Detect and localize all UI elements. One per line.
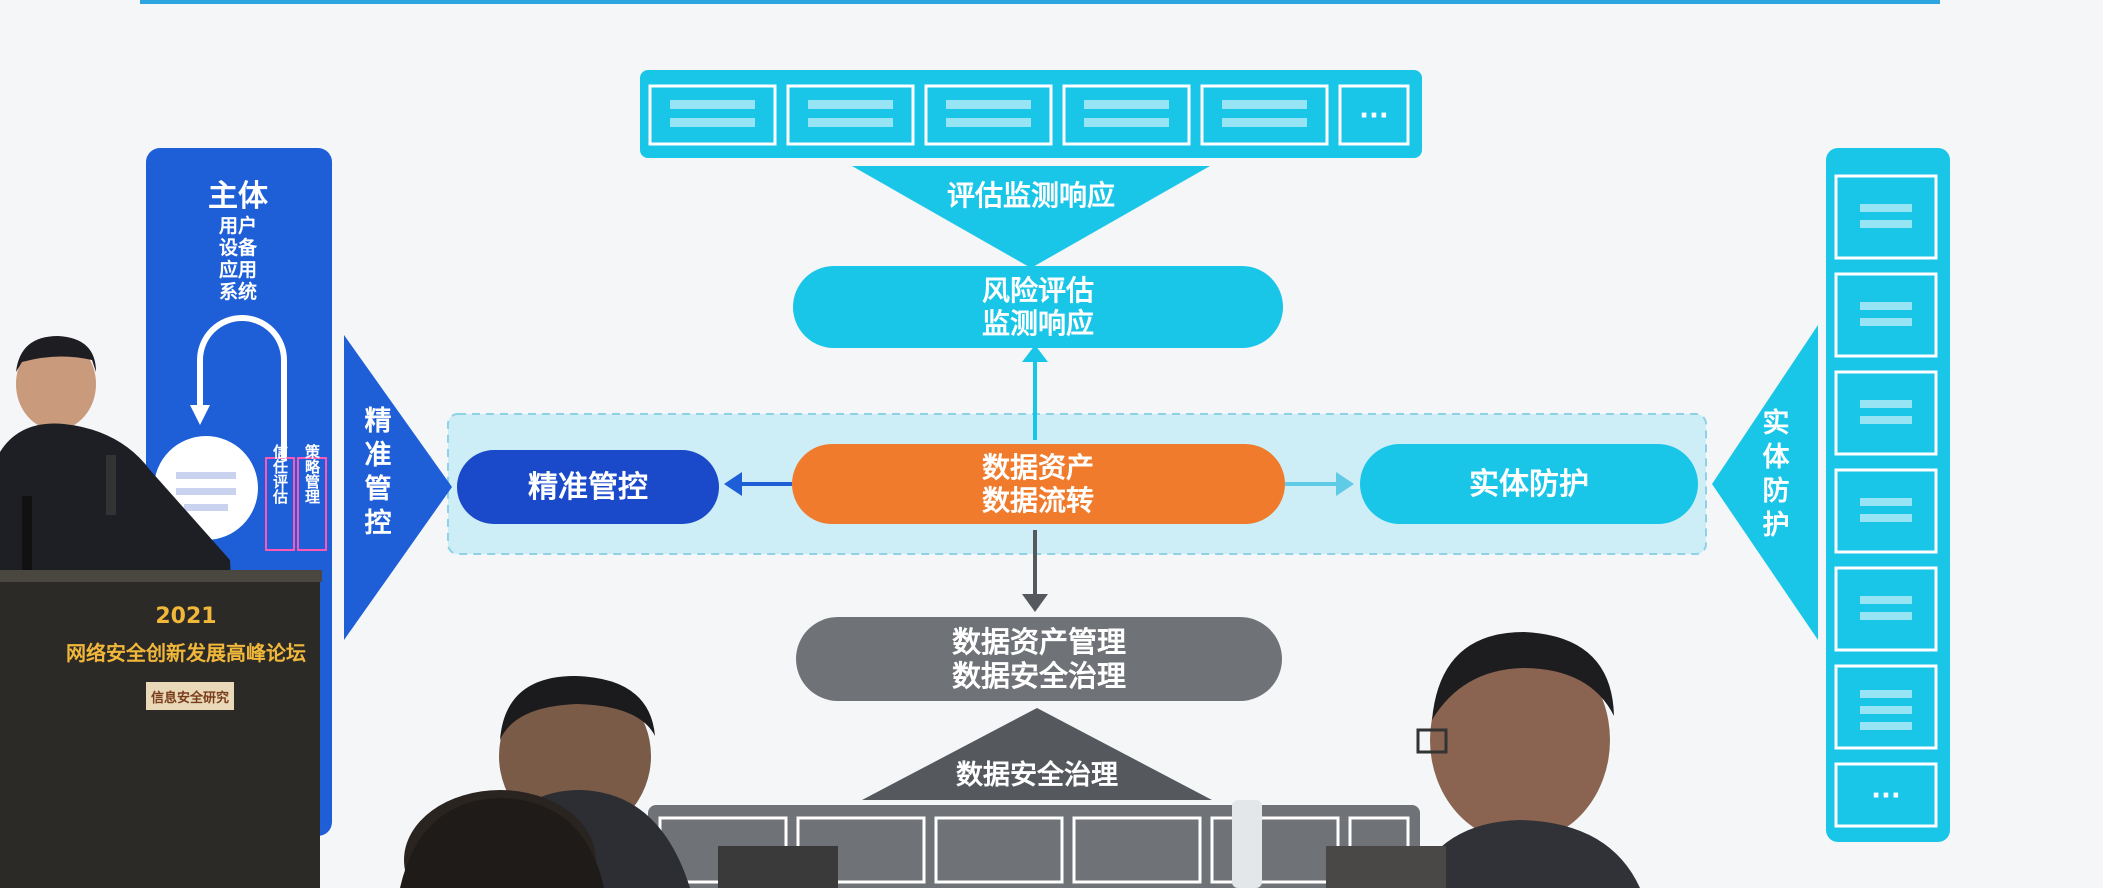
top-module-bar <box>640 70 1422 158</box>
entity-protection-label: 实体防护 <box>1469 467 1589 502</box>
protection-box-1 <box>1834 174 1938 260</box>
podium: 2021 网络安全创新发展高峰论坛 信息安全研究 <box>0 570 322 888</box>
podium-forum-name: 网络安全创新发展高峰论坛 <box>66 641 306 665</box>
trust-assessment-label: 信任评估 <box>271 443 289 505</box>
protection-box-5 <box>1834 566 1938 652</box>
left-banner-char-4: 控 <box>365 508 392 539</box>
policy-management-label: 策略管理 <box>303 443 321 504</box>
risk-assessment-pill <box>793 266 1283 348</box>
right-more-ellipsis: ··· <box>1871 781 1901 811</box>
governance-line1: 数据资产管理 <box>952 625 1126 659</box>
data-asset-flow-pill <box>792 444 1285 524</box>
center-line1: 数据资产 <box>982 451 1094 484</box>
top-module-box-3 <box>924 84 1053 146</box>
speaker <box>0 336 232 600</box>
screen-top-edge <box>140 0 1940 4</box>
right-protection-column: ··· 实 体 防 护 <box>1712 148 1950 842</box>
policy-management-box <box>297 457 327 551</box>
name-card-left <box>718 846 838 888</box>
top-banner-label: 评估监测响应 <box>947 179 1115 212</box>
name-card-right <box>1326 846 1446 888</box>
precise-control-label: 精准管控 <box>528 470 648 505</box>
risk-pill-line1: 风险评估 <box>982 274 1094 307</box>
right-banner-char-1: 实 <box>1763 407 1790 439</box>
top-module-box-1 <box>648 84 777 146</box>
top-module-box-2 <box>786 84 915 146</box>
governance-module-bar <box>648 805 1420 888</box>
top-more-ellipsis: ··· <box>1359 101 1389 131</box>
entity-protection-pill <box>1360 444 1698 524</box>
subject-item-1: 用户 <box>219 214 257 237</box>
podium-badge <box>146 682 234 710</box>
left-banner-char-2: 准 <box>365 440 392 471</box>
left-banner-char-3: 管 <box>365 474 392 505</box>
top-module-group: ··· 评估监测响应 风险评估 监测响应 <box>640 70 1422 348</box>
top-module-box-4 <box>1062 84 1191 146</box>
podium-year: 2021 <box>155 604 216 629</box>
entity-protection-banner <box>1712 325 1818 640</box>
protection-box-3 <box>1834 370 1938 456</box>
right-banner-char-3: 防 <box>1763 476 1790 507</box>
protection-box-6 <box>1834 664 1938 750</box>
center-line2: 数据流转 <box>982 484 1094 517</box>
left-banner-char-1: 精 <box>365 406 392 437</box>
protection-box-2 <box>1834 272 1938 358</box>
protection-box-more <box>1834 762 1938 828</box>
subject-item-2: 设备 <box>219 236 258 259</box>
bottom-governance-group: 数据资产管理 数据安全治理 数据安全治理 <box>648 617 1420 888</box>
precise-control-pill <box>457 450 719 524</box>
top-module-box-5 <box>1200 84 1329 146</box>
audience <box>400 632 1640 888</box>
trust-loop <box>197 315 287 460</box>
subject-title: 主体 <box>208 179 269 214</box>
right-banner-char-4: 护 <box>1763 510 1790 541</box>
risk-pill-line2: 监测响应 <box>982 307 1094 340</box>
protection-box-4 <box>1834 468 1938 554</box>
right-banner-char-2: 体 <box>1763 442 1791 473</box>
governance-banner-triangle <box>862 708 1212 800</box>
flow-arrows <box>724 345 1354 612</box>
top-banner-triangle <box>852 166 1210 268</box>
governance-pill <box>796 617 1282 701</box>
governance-line2: 数据安全治理 <box>952 659 1126 693</box>
top-module-box-more <box>1338 84 1410 146</box>
governance-banner-label: 数据安全治理 <box>956 759 1118 791</box>
podium-badge-label: 信息安全研究 <box>151 690 229 706</box>
subject-item-3: 应用 <box>219 258 257 281</box>
protection-panel <box>1826 148 1950 842</box>
subject-item-4: 系统 <box>219 280 257 303</box>
microphone <box>22 496 32 586</box>
trust-assessment-box <box>265 457 295 551</box>
precise-control-banner <box>344 335 452 640</box>
water-bottle <box>1232 800 1262 888</box>
